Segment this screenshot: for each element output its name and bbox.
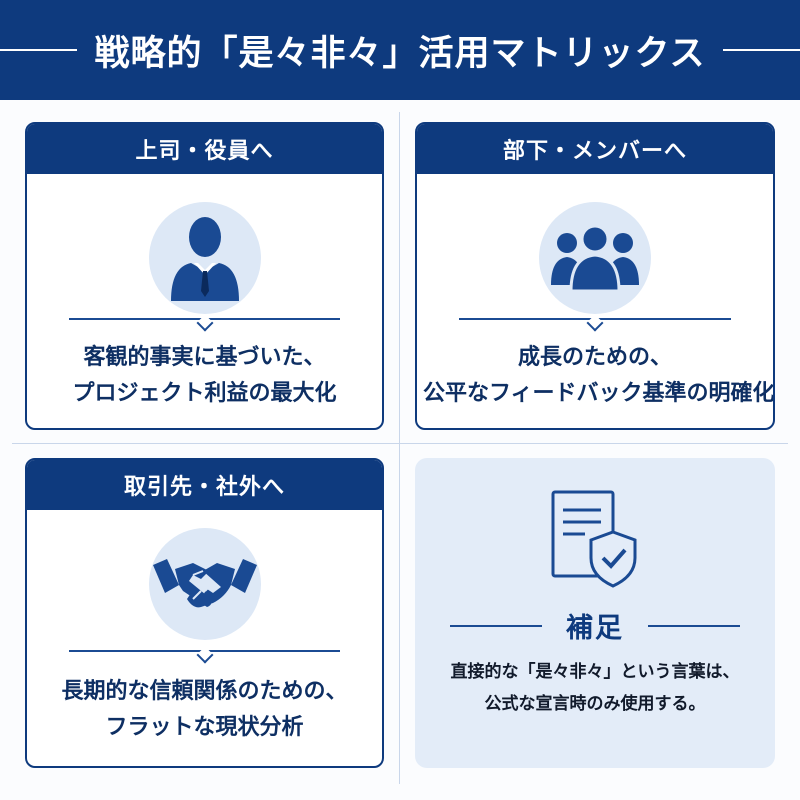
handshake-icon: [152, 559, 257, 608]
pointer-rule: [69, 314, 340, 332]
card-description: 成長のための、 公平なフィードバック基準の明確化: [423, 340, 775, 412]
note-title-row: 補足: [415, 606, 775, 645]
card-superiors: 上司・役員へ 客観的事実に基づいた、 プロジェクト利益の最大化: [25, 122, 384, 430]
card-heading: 部下・メンバーへ: [417, 124, 773, 174]
card-text-line: 客観的事実に基づいた、: [83, 345, 326, 370]
header-left-rule: [0, 49, 77, 51]
note-box: 補足 直接的な「是々非々」という言葉は、 公式な宣言時のみ使用する。: [415, 458, 775, 768]
icon-circle: [148, 202, 261, 314]
card-description: 長期的な信頼関係のための、 フラットな現状分析: [33, 674, 376, 746]
note-description: 直接的な「是々非々」という言葉は、 公式な宣言時のみ使用する。: [421, 656, 769, 720]
icon-circle: [148, 528, 261, 640]
card-description: 客観的事実に基づいた、 プロジェクト利益の最大化: [33, 340, 376, 412]
note-text-line: 直接的な「是々非々」という言葉は、: [450, 662, 740, 682]
header-bar: 戦略的「是々非々」活用マトリックス: [0, 0, 800, 100]
note-title: 補足: [566, 613, 624, 644]
horizontal-divider: [12, 443, 788, 444]
pointer-rule: [69, 646, 340, 664]
card-text-line: 成長のための、: [517, 345, 672, 370]
businessman-icon: [170, 217, 239, 301]
team-group-icon: [551, 224, 639, 293]
note-text-line: 公式な宣言時のみ使用する。: [484, 694, 706, 714]
card-heading: 上司・役員へ: [27, 124, 382, 174]
page-title: 戦略的「是々非々」活用マトリックス: [94, 33, 706, 74]
note-left-rule: [450, 624, 542, 627]
card-text-line: 公平なフィードバック基準の明確化: [423, 381, 775, 406]
card-text-line: プロジェクト利益の最大化: [72, 381, 337, 406]
document-shield-icon: [551, 490, 637, 588]
card-members: 部下・メンバーへ 成長のための、 公平なフィードバック基準の明確化: [415, 122, 775, 430]
icon-circle: [539, 202, 651, 314]
card-text-line: フラットな現状分析: [105, 715, 304, 740]
note-right-rule: [648, 624, 740, 627]
vertical-divider: [399, 112, 400, 784]
card-partners: 取引先・社外へ 長期的な信頼関係のための、 フラットな現状分析: [25, 458, 384, 768]
card-text-line: 長期的な信頼関係のための、: [61, 679, 348, 704]
header-right-rule: [723, 49, 800, 51]
pointer-rule: [459, 314, 731, 332]
card-heading: 取引先・社外へ: [27, 460, 382, 510]
